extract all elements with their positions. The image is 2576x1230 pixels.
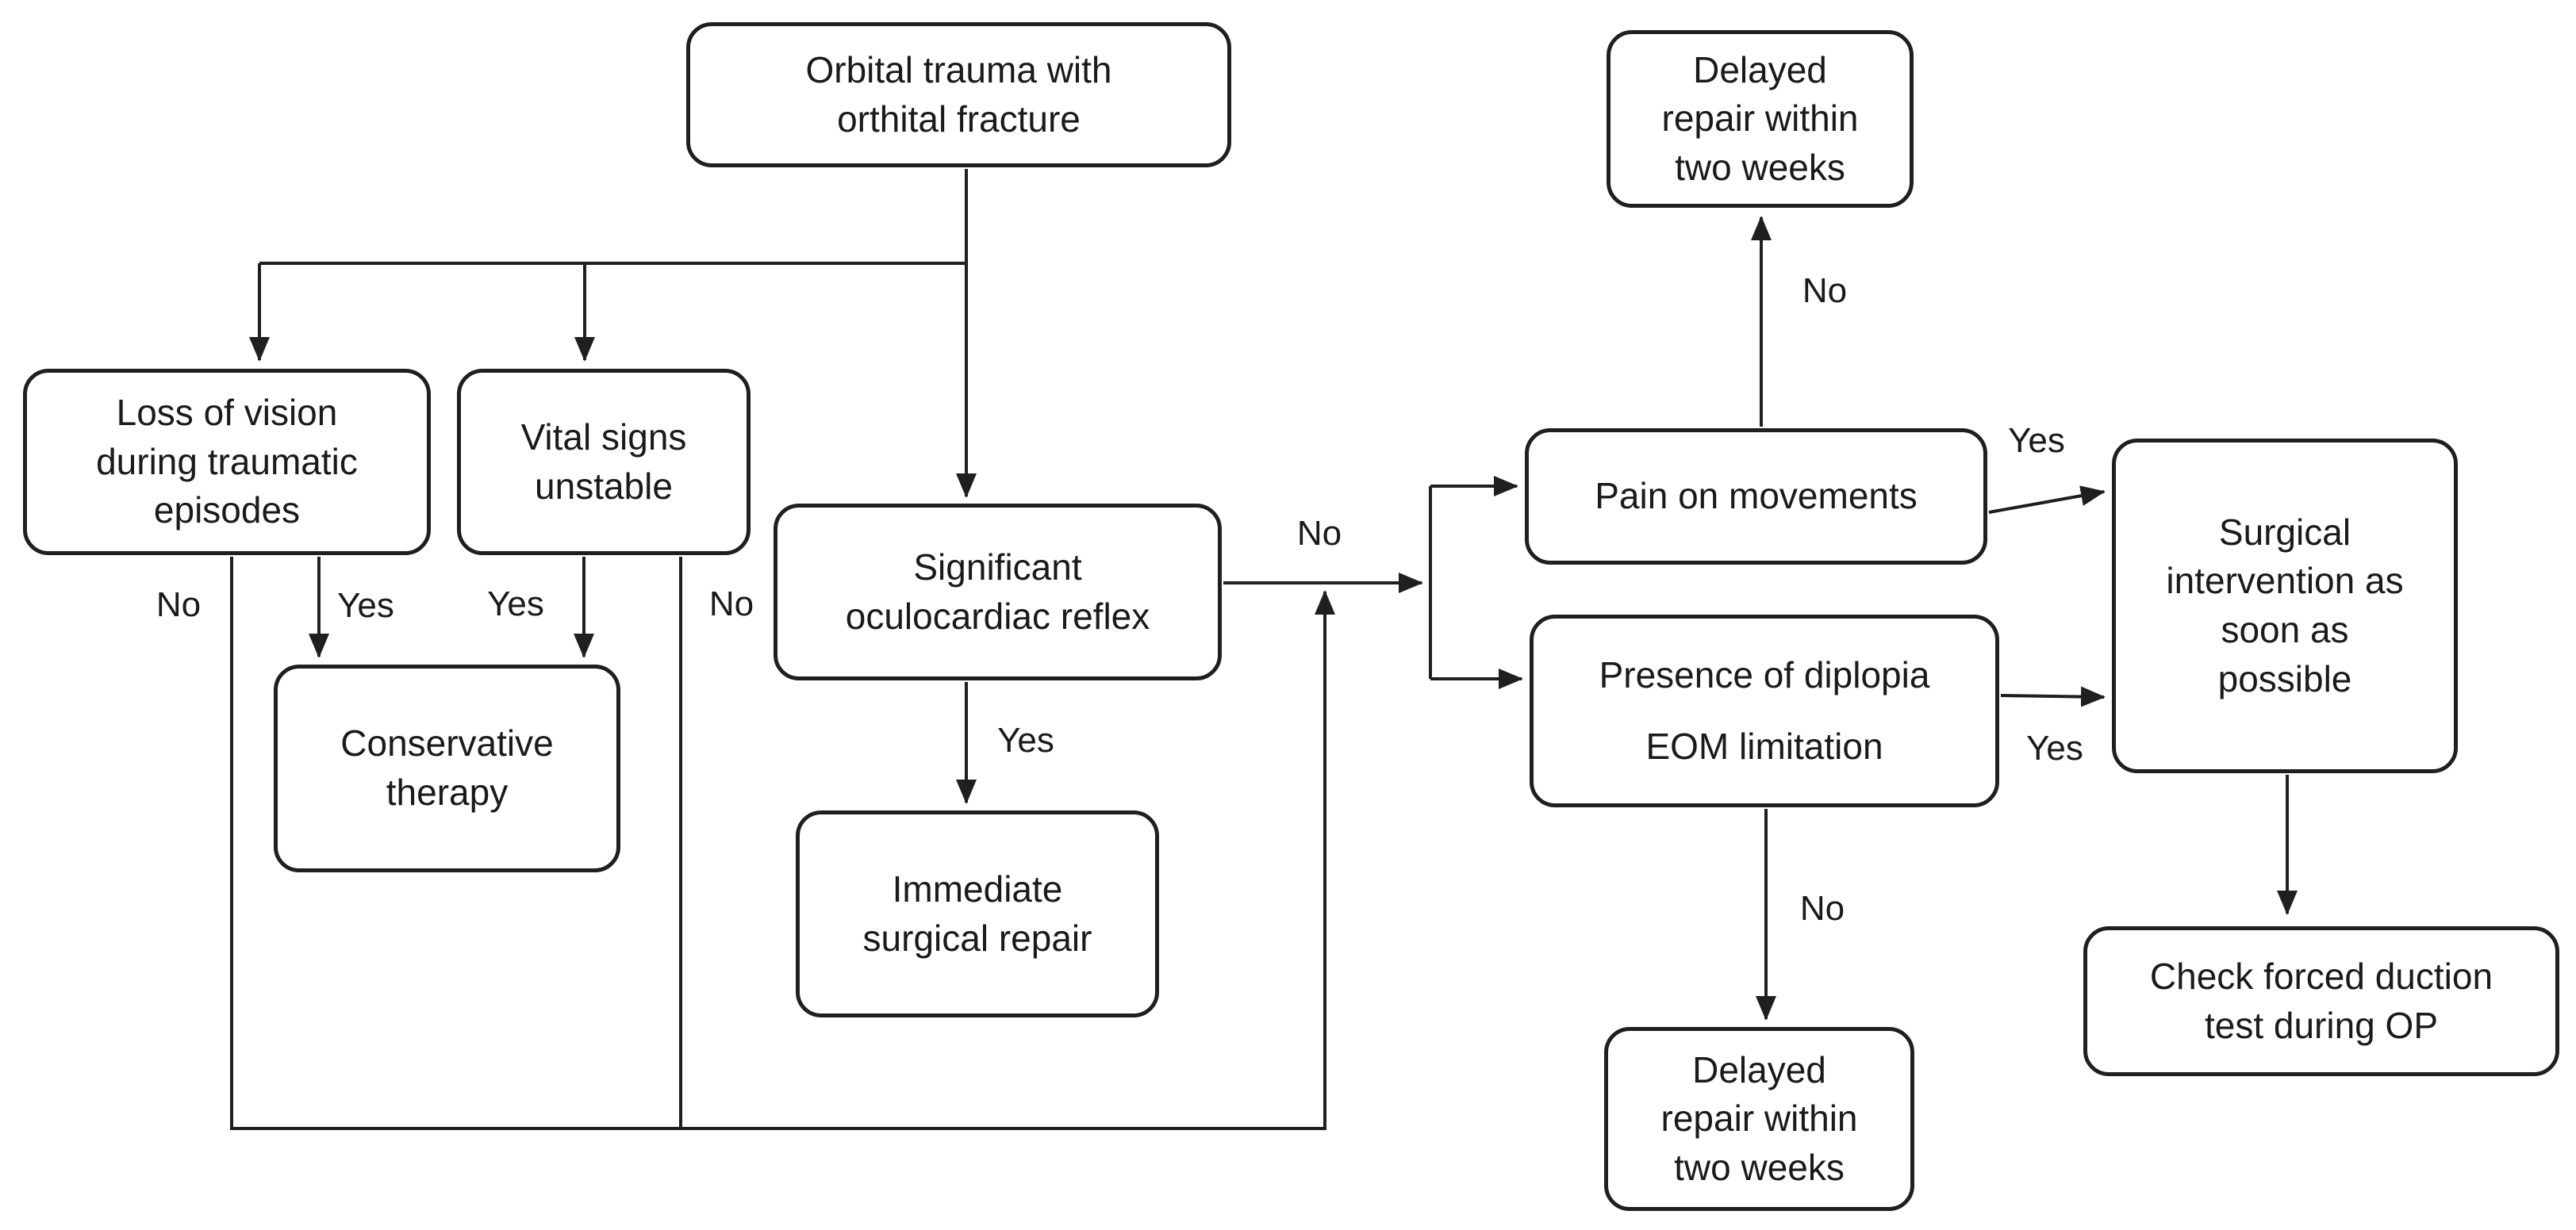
edge-label-ocr-no: No: [1296, 514, 1342, 553]
node-label: Surgical intervention as soon as possibl…: [2166, 511, 2404, 699]
node-conservative-therapy: Conservative therapy: [274, 665, 620, 872]
node-label: Delayed repair within two weeks: [1661, 48, 1859, 188]
node-check-forced-duction: Check forced duction test during OP: [2083, 926, 2559, 1076]
node-immediate-surgical-repair: Immediate surgical repair: [796, 810, 1159, 1017]
node-vital-signs: Vital signs unstable: [457, 369, 751, 555]
node-delayed-repair-bottom: Delayed repair within two weeks: [1604, 1027, 1914, 1211]
edge-label-diplopia-no: No: [1799, 889, 1845, 928]
node-pain-on-movements: Pain on movements: [1525, 428, 1987, 565]
node-label: Orbital trauma with orthital fracture: [805, 48, 1112, 140]
edge-label-pain-no: No: [1802, 271, 1848, 310]
node-label: Delayed repair within two weeks: [1660, 1048, 1858, 1188]
edge-label-loss-yes: Yes: [337, 586, 394, 625]
node-label: Loss of vision during traumatic episodes: [96, 392, 358, 531]
edge-label-vital-yes: Yes: [487, 584, 544, 623]
node-presence-of-diplopia: Presence of diplopia EOM limitation: [1530, 615, 1999, 807]
node-surgical-intervention: Surgical intervention as soon as possibl…: [2112, 439, 2458, 773]
edge-label-vital-no: No: [708, 584, 754, 623]
node-significant-oculocardiac-reflex: Significant oculocardiac reflex: [774, 504, 1222, 680]
node-label: Pain on movements: [1595, 475, 1918, 517]
edge-pain-yes: [1988, 485, 2106, 514]
node-label: Significant oculocardiac reflex: [845, 546, 1150, 637]
edge-label-diplopia-yes: Yes: [2026, 729, 2083, 768]
node-label: Check forced duction test during OP: [2149, 955, 2493, 1046]
edge-diplopia-yes: [2000, 686, 2106, 707]
node-delayed-repair-top: Delayed repair within two weeks: [1607, 30, 1914, 208]
node-label: Conservative therapy: [340, 722, 554, 813]
node-orbital-trauma: Orbital trauma with orthital fracture: [686, 22, 1231, 167]
edge-label-pain-yes: Yes: [2008, 421, 2065, 460]
node-label: Presence of diplopia EOM limitation: [1599, 653, 1930, 767]
edge-label-ocr-yes: Yes: [997, 721, 1054, 760]
edge-label-loss-no: No: [155, 585, 202, 624]
node-label: Vital signs unstable: [520, 416, 687, 507]
node-label: Immediate surgical repair: [862, 868, 1092, 959]
edge-no-rail-up: [230, 590, 1335, 1130]
node-loss-of-vision: Loss of vision during traumatic episodes: [23, 369, 431, 555]
